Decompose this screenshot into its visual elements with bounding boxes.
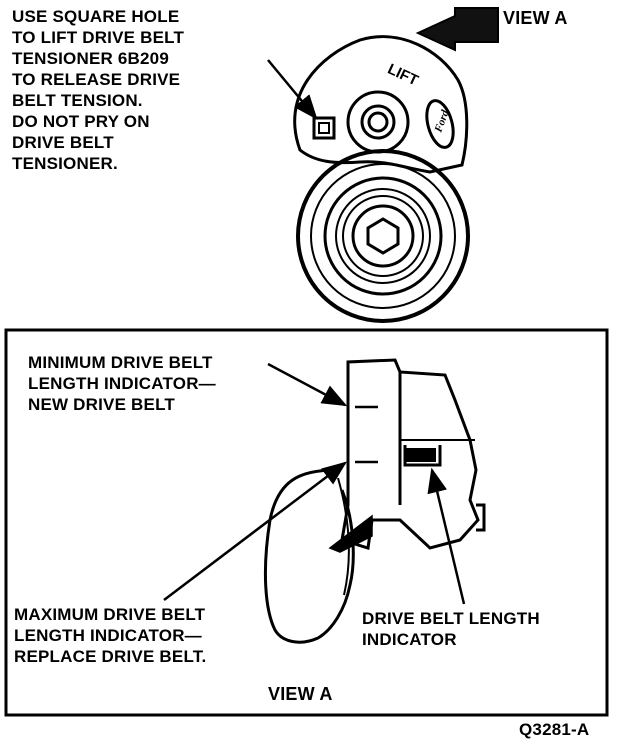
view-a-frame xyxy=(4,328,609,717)
view-a-arrow xyxy=(415,7,499,52)
note-line-6: DO NOT PRY ON xyxy=(12,111,184,132)
length-indicator-window xyxy=(406,448,436,462)
ford-logo-text: Ford xyxy=(432,108,452,135)
mounting-stud xyxy=(476,503,486,532)
note-line-5: BELT TENSION. xyxy=(12,91,143,110)
pivot-outer xyxy=(346,90,410,154)
note-line-3: TENSIONER 6B209 xyxy=(12,49,169,68)
min-line-2: LENGTH INDICATOR— xyxy=(28,374,216,393)
max-indicator-leader xyxy=(163,461,347,601)
square-hole xyxy=(312,116,336,140)
note-line-2: TO LIFT DRIVE BELT xyxy=(12,28,185,47)
max-indicator-label: MAXIMUM DRIVE BELT LENGTH INDICATOR— REP… xyxy=(14,604,206,667)
view-a-arrow-label: VIEW A xyxy=(503,8,568,28)
view-a-caption: VIEW A xyxy=(268,684,333,704)
tensioner-housing xyxy=(293,35,469,174)
lift-label: LIFT xyxy=(385,61,421,90)
figure-id: Q3281-A xyxy=(519,720,590,739)
indicator-wedge xyxy=(328,514,373,553)
note-line-1: USE SQUARE HOLE xyxy=(12,7,180,26)
tensioner-arm xyxy=(340,358,480,550)
length-indicator-label: DRIVE BELT LENGTH INDICATOR xyxy=(362,608,540,650)
max-line-2: LENGTH INDICATOR— xyxy=(14,626,202,645)
length-indicator-leader xyxy=(427,467,466,605)
min-line-1: MINIMUM DRIVE BELT xyxy=(28,353,213,372)
min-line-3: NEW DRIVE BELT xyxy=(28,395,175,414)
max-line-1: MAXIMUM DRIVE BELT xyxy=(14,605,206,624)
max-line-3: REPLACE DRIVE BELT. xyxy=(14,647,207,666)
note-rest: PRY ON xyxy=(79,112,150,131)
pulley-hex-bolt xyxy=(366,217,400,255)
note-leader-line xyxy=(267,59,318,120)
min-indicator-leader xyxy=(267,362,348,407)
length-line-1: DRIVE BELT LENGTH xyxy=(362,609,540,628)
min-indicator-label: MINIMUM DRIVE BELT LENGTH INDICATOR— NEW… xyxy=(28,352,216,415)
top-instruction-note: USE SQUARE HOLE TO LIFT DRIVE BELT TENSI… xyxy=(12,6,184,174)
length-line-2: INDICATOR xyxy=(362,630,457,649)
note-line-8: TENSIONER. xyxy=(12,154,118,173)
tensioner-side-view xyxy=(263,358,486,644)
pulley-outer xyxy=(296,149,470,323)
tensioner-top-view xyxy=(293,35,470,323)
note-line-4: TO RELEASE DRIVE xyxy=(12,70,181,89)
belt-side xyxy=(263,468,355,644)
note-line-7: DRIVE BELT xyxy=(12,133,114,152)
note-emphasis: DO NOT xyxy=(12,112,80,131)
ford-logo-oval xyxy=(425,99,455,149)
